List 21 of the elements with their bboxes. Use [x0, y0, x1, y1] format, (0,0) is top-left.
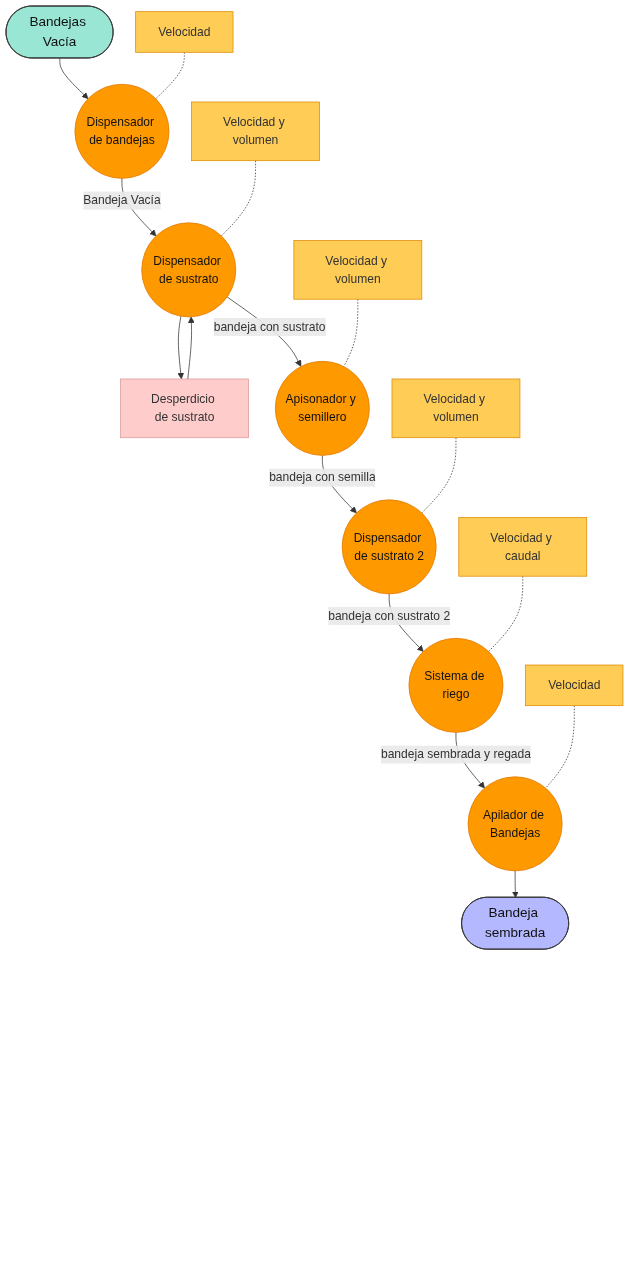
connector: [421, 437, 457, 514]
edge-label: bandeja con sustrato 2: [328, 609, 451, 623]
node-box: Velocidad y volumen: [293, 240, 423, 300]
node-box: Velocidad y volumen: [391, 378, 521, 439]
edge-label: Bandeja Vacía: [83, 193, 161, 207]
node-circle: Dispensador de sustrato: [141, 222, 237, 318]
connector: [545, 705, 575, 789]
node-circle: Sistema de riego: [408, 637, 504, 733]
node-box: Velocidad: [525, 664, 624, 707]
node-circle: Apisonador y semillero: [274, 360, 370, 456]
node-circle: Apilador de Bandejas: [467, 776, 563, 872]
node-box: Desperdicio de sustrato: [120, 378, 249, 439]
node-box: Velocidad y volumen: [191, 101, 320, 162]
edge-label: bandeja con semilla: [269, 470, 376, 484]
connector: [221, 160, 256, 237]
node-circle: Dispensador de bandejas: [74, 83, 170, 179]
edge-label: bandeja sembrada y regada: [380, 747, 531, 761]
node-box: Velocidad y caudal: [458, 517, 588, 577]
node-box: Velocidad: [135, 11, 234, 53]
edge-label: bandeja con sustrato: [213, 320, 326, 333]
node-circle: Dispensador de sustrato 2: [341, 499, 437, 595]
